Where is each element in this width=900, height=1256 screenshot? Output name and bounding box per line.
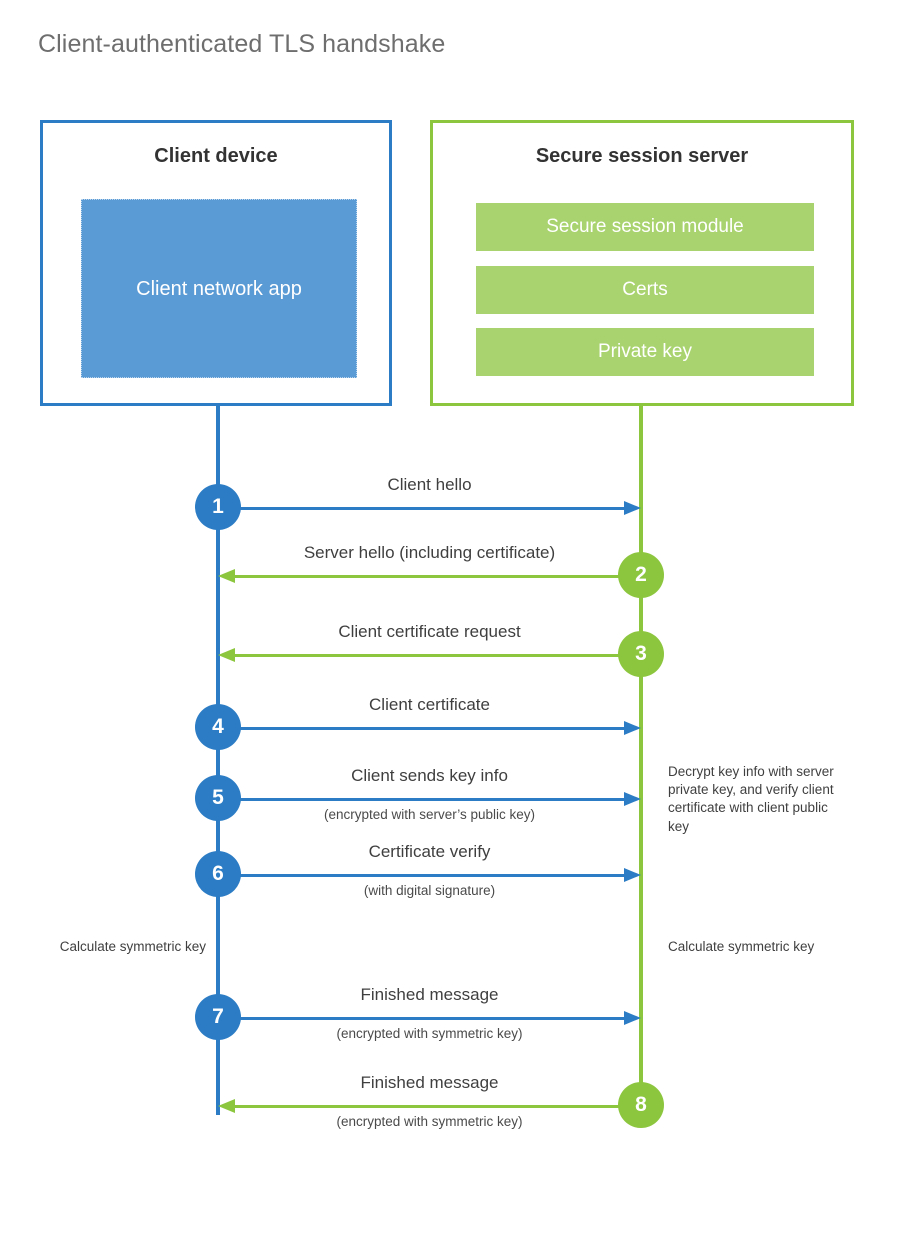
step-badge-4: 4: [195, 704, 241, 750]
step-badge-1: 1: [195, 484, 241, 530]
message-5-arrowhead-icon: [624, 792, 641, 806]
message-7-sublabel: (encrypted with symmetric key): [336, 1026, 523, 1041]
client-device-box: Client device Client network app: [40, 120, 392, 406]
message-5-line: [218, 798, 624, 801]
message-5-label: Client sends key info: [351, 766, 508, 785]
message-7-label: Finished message: [360, 985, 499, 1004]
message-4-line: [218, 727, 624, 730]
message-1-line: [218, 507, 624, 510]
message-1-label: Client hello: [387, 475, 472, 494]
server-component-certs: Certs: [476, 266, 814, 314]
step-badge-5: 5: [195, 775, 241, 821]
step-badge-2: 2: [618, 552, 664, 598]
secure-session-server-title: Secure session server: [535, 145, 749, 167]
message-2-arrowhead-icon: [218, 569, 235, 583]
message-2-label: Server hello (including certificate): [303, 543, 556, 562]
page-title: Client-authenticated TLS handshake: [38, 30, 446, 58]
step-badge-7: 7: [195, 994, 241, 1040]
message-8-arrowhead-icon: [218, 1099, 235, 1113]
message-2-line: [235, 575, 641, 578]
server-lifeline: [639, 403, 643, 1105]
client-lifeline: [216, 403, 220, 1115]
step-badge-3: 3: [618, 631, 664, 677]
step-badge-6: 6: [195, 851, 241, 897]
message-3-line: [235, 654, 641, 657]
message-4-arrowhead-icon: [624, 721, 641, 735]
note-server-calculate-symmetric-key: Calculate symmetric key: [668, 939, 815, 954]
server-component-private-key: Private key: [476, 328, 814, 376]
message-1-arrowhead-icon: [624, 501, 641, 515]
message-4-label: Client certificate: [369, 695, 490, 714]
message-8-label: Finished message: [360, 1073, 499, 1092]
message-6-arrowhead-icon: [624, 868, 641, 882]
server-component-secure-session-module: Secure session module: [476, 203, 814, 251]
message-7-line: [218, 1017, 624, 1020]
message-6-label: Certificate verify: [368, 842, 491, 861]
message-7-arrowhead-icon: [624, 1011, 641, 1025]
note-client-calculate-symmetric-key: Calculate symmetric key: [59, 939, 206, 954]
note-server-decrypt: Decrypt key info with server private key…: [668, 764, 834, 834]
message-5-sublabel: (encrypted with server’s public key): [323, 807, 536, 822]
client-network-app-block: Client network app: [81, 199, 357, 378]
message-3-label: Client certificate request: [338, 622, 521, 641]
step-badge-8: 8: [618, 1082, 664, 1128]
message-8-sublabel: (encrypted with symmetric key): [336, 1114, 523, 1129]
message-6-sublabel: (with digital signature): [363, 883, 496, 898]
client-device-title: Client device: [154, 145, 278, 167]
message-8-line: [235, 1105, 641, 1108]
message-6-line: [218, 874, 624, 877]
message-3-arrowhead-icon: [218, 648, 235, 662]
secure-session-server-box: Secure session server Secure session mod…: [430, 120, 854, 406]
